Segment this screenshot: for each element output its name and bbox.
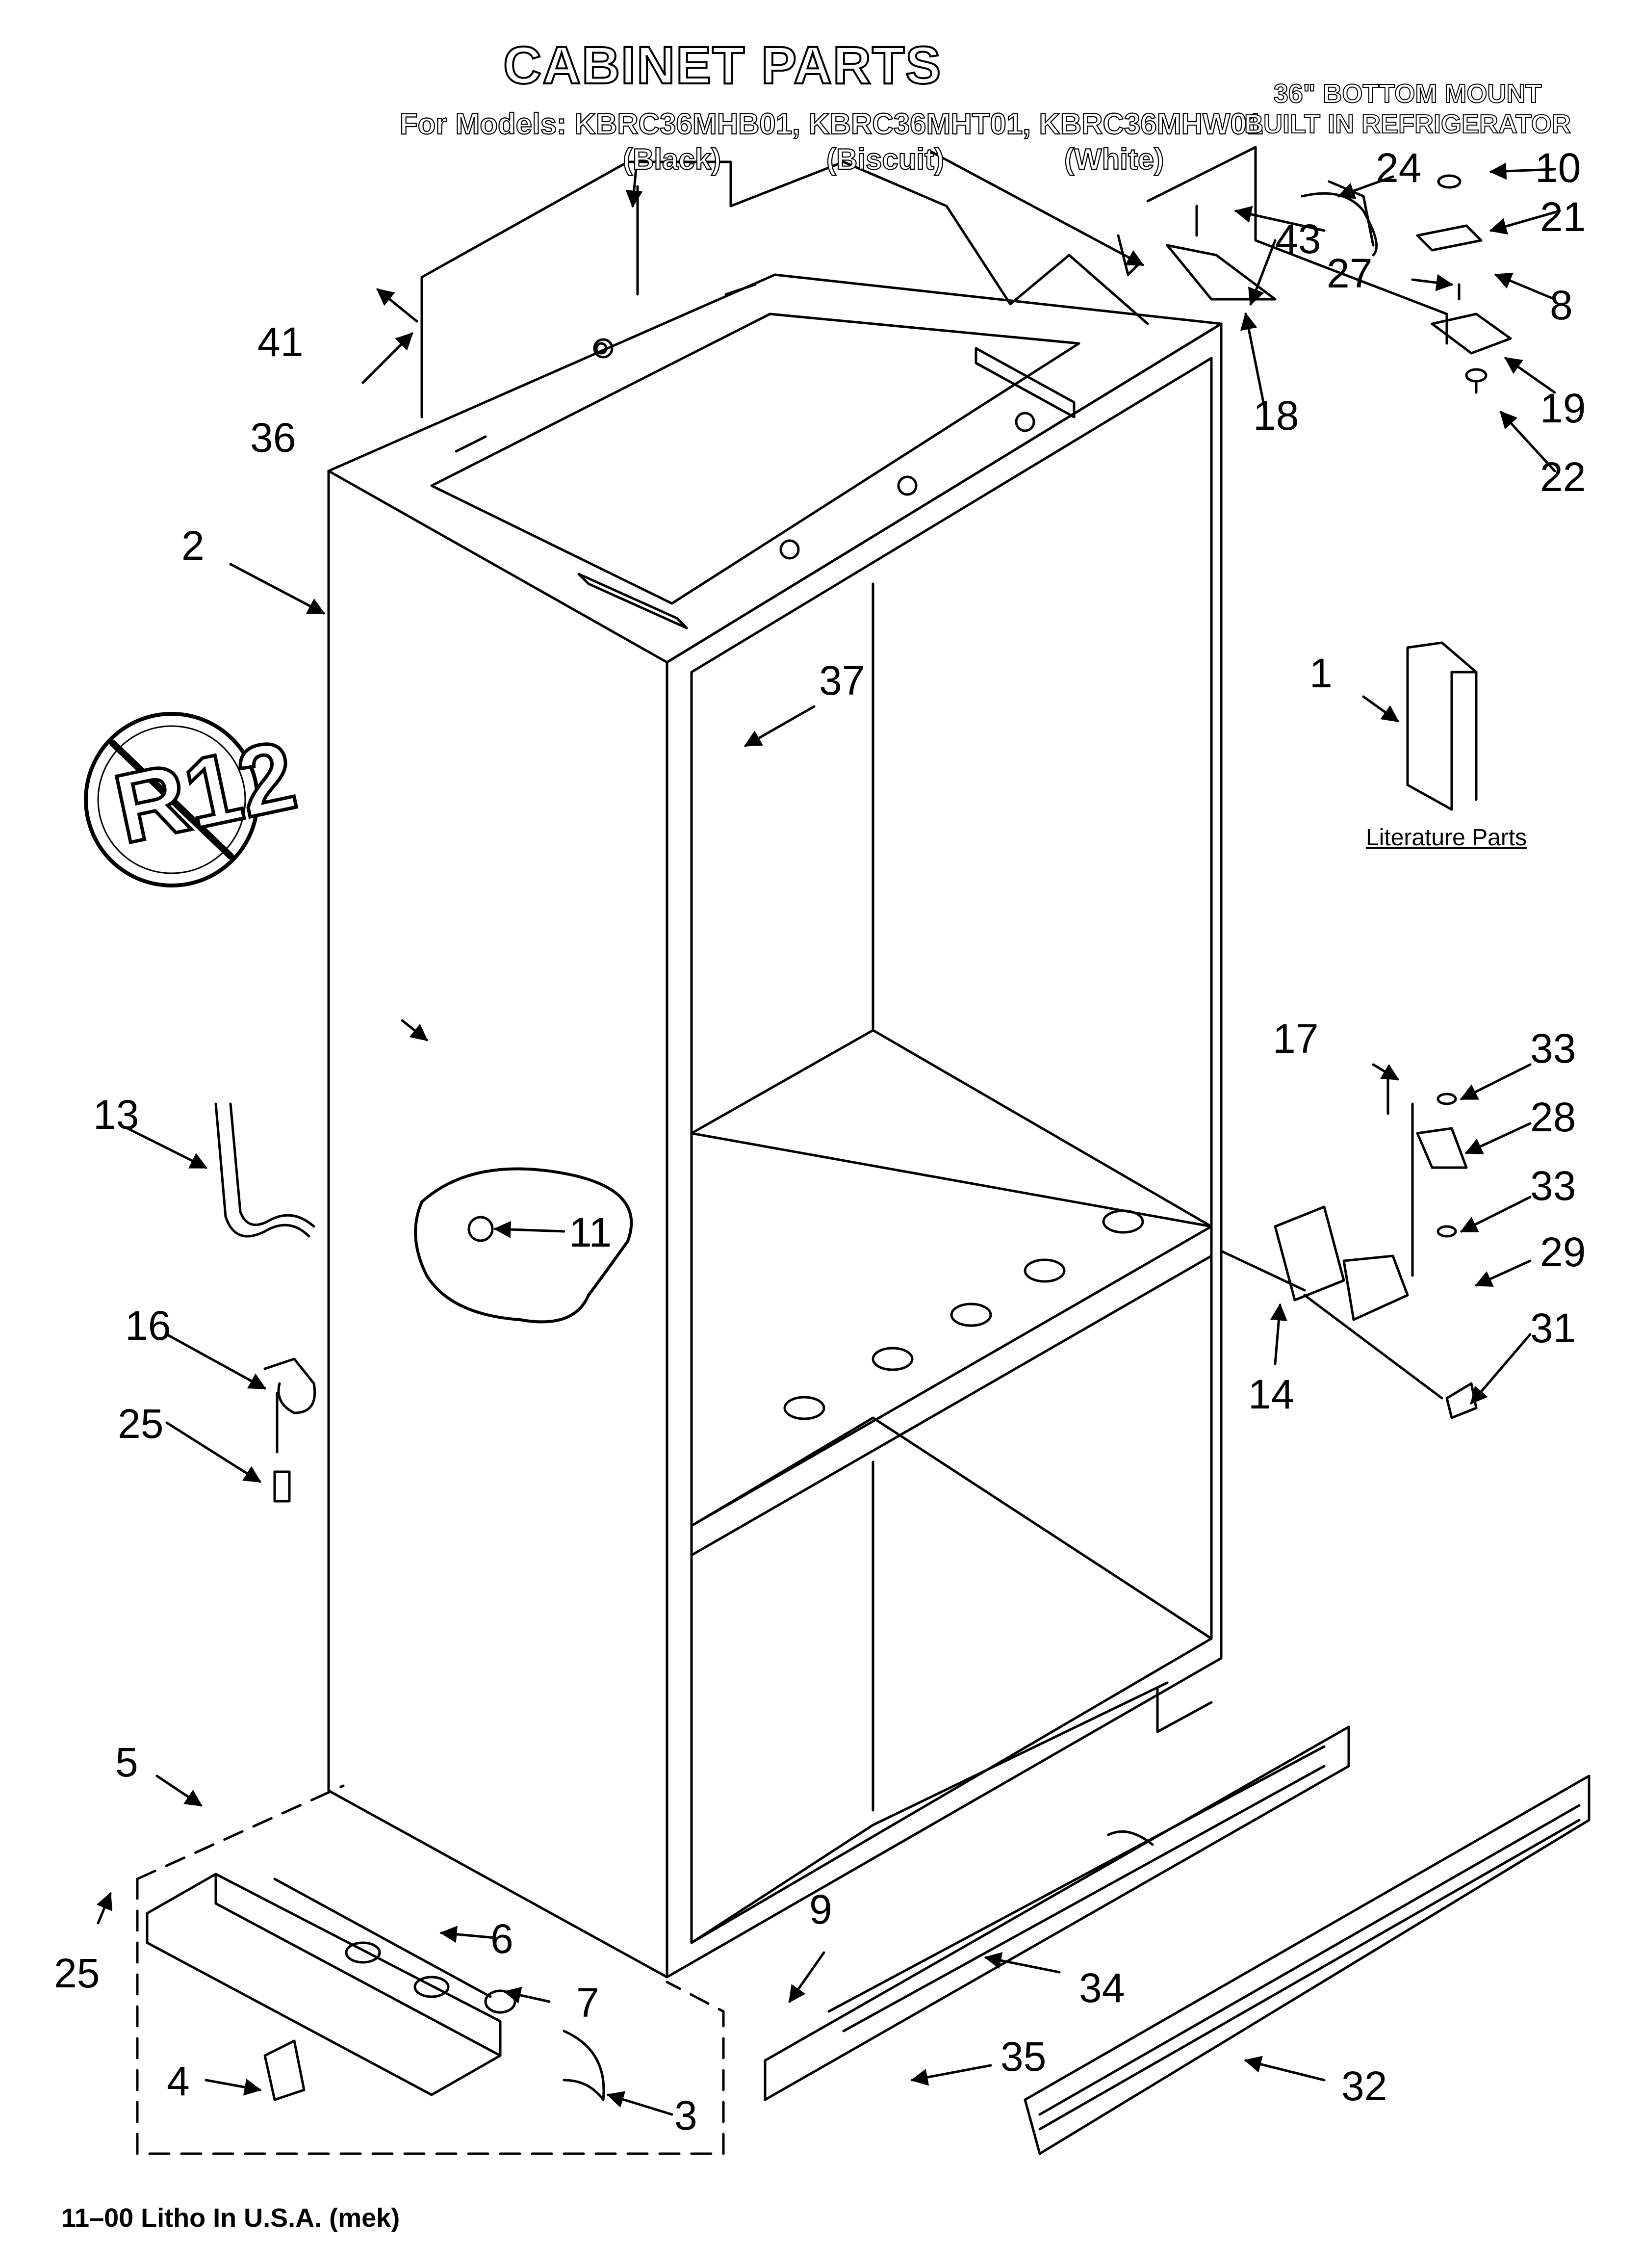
callout-43: 43 — [1275, 216, 1321, 262]
callout-19: 19 — [1540, 385, 1586, 431]
callout-33-lower: 33 — [1530, 1163, 1576, 1209]
callout-6: 6 — [490, 1916, 513, 1962]
callout-24: 24 — [1376, 145, 1422, 191]
variant-black: (Black) — [622, 142, 721, 176]
callout-11: 11 — [569, 1209, 612, 1255]
callout-33-upper: 33 — [1530, 1025, 1576, 1071]
callout-36: 36 — [250, 415, 296, 461]
no-r12-badge — [86, 714, 257, 886]
top-hinge-assembly — [1118, 147, 1511, 392]
cable-clamp — [265, 1359, 315, 1501]
callout-7: 7 — [576, 1980, 599, 2026]
callout-8: 8 — [1550, 282, 1573, 328]
kickplate-grille — [765, 1727, 1349, 2100]
callout-13: 13 — [93, 1092, 139, 1138]
drain-tube — [216, 1104, 314, 1236]
product-line-1: 36" BOTTOM MOUNT — [1273, 78, 1542, 109]
page-title: CABINET PARTS — [502, 34, 942, 96]
footer-litho: 11–00 Litho In U.S.A. (mek) — [61, 2203, 400, 2233]
callout-41: 41 — [257, 319, 304, 365]
callout-16: 16 — [125, 1303, 171, 1349]
models-line: For Models: KBRC36MHB01, KBRC36MHT01, KB… — [399, 107, 1263, 141]
callout-9: 9 — [809, 1886, 832, 1932]
callout-4: 4 — [167, 2058, 190, 2104]
literature-parts-label: Literature Parts — [1366, 825, 1527, 851]
cabinet-body — [329, 324, 1221, 1977]
callout-31: 31 — [1530, 1305, 1576, 1351]
callout-25-upper: 25 — [118, 1401, 164, 1447]
variant-biscuit: (Biscuit) — [826, 142, 945, 176]
callout-25-lower: 25 — [54, 1950, 100, 1996]
literature-parts-box — [1408, 643, 1476, 809]
callout-3: 3 — [674, 2092, 697, 2138]
bottom-hinge-assembly — [1221, 1079, 1476, 1418]
product-line-2: BUILT IN REFRIGERATOR — [1244, 109, 1571, 139]
toe-kick-panel — [1025, 1776, 1589, 2154]
cabinet-top — [329, 275, 1221, 662]
cabinet-back-panel — [422, 162, 1148, 417]
callout-5: 5 — [115, 1739, 138, 1785]
callout-leaders — [96, 152, 1560, 2114]
callout-34: 34 — [1079, 1965, 1125, 2011]
callout-35: 35 — [1001, 2033, 1047, 2080]
callout-27: 27 — [1327, 250, 1373, 296]
callout-21: 21 — [1540, 194, 1586, 240]
callout-1: 1 — [1309, 650, 1333, 696]
callout-2: 2 — [181, 522, 205, 569]
variant-white: (White) — [1064, 142, 1164, 176]
callout-10: 10 — [1535, 145, 1581, 191]
foam-cutaway — [415, 1169, 631, 1322]
callout-28: 28 — [1530, 1094, 1576, 1140]
callout-17: 17 — [1273, 1016, 1319, 1062]
callout-18: 18 — [1253, 392, 1299, 439]
callout-29: 29 — [1540, 1229, 1586, 1275]
callout-22: 22 — [1540, 454, 1586, 500]
base-rail-assembly — [137, 1786, 1153, 2154]
callout-37: 37 — [819, 657, 865, 704]
callout-32: 32 — [1341, 2063, 1387, 2109]
callout-14: 14 — [1248, 1371, 1294, 1417]
